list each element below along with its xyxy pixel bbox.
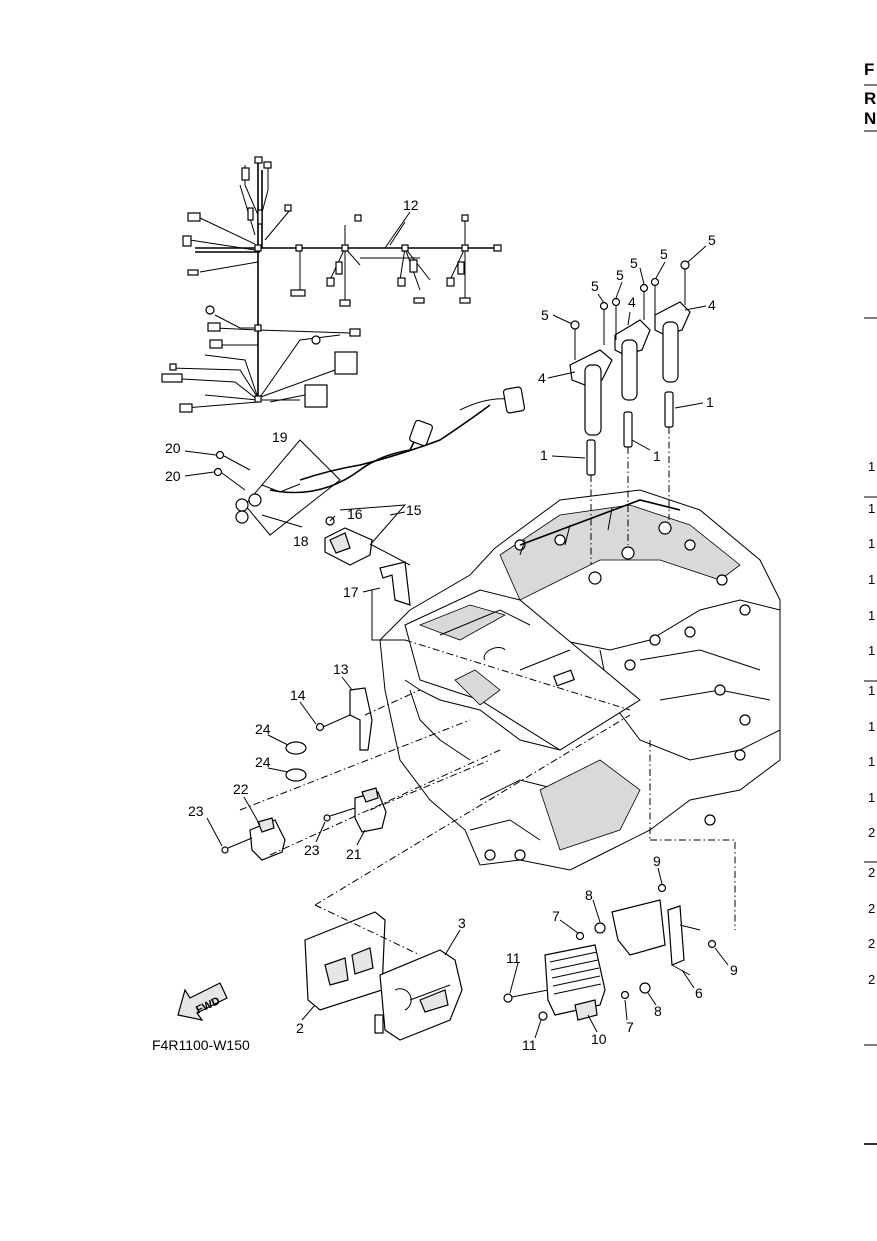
side-number: 1 bbox=[868, 459, 875, 474]
header-letter-n: N bbox=[864, 109, 876, 128]
side-number: 1 bbox=[868, 683, 875, 698]
callout-16: 16 bbox=[347, 506, 363, 522]
callout-6: 6 bbox=[695, 985, 703, 1001]
side-number: 1 bbox=[868, 754, 875, 769]
callout-13: 13 bbox=[333, 661, 349, 677]
callout-5: 5 bbox=[616, 267, 624, 283]
callout-2: 2 bbox=[296, 1020, 304, 1036]
callout-23: 23 bbox=[188, 803, 204, 819]
callout-11: 11 bbox=[522, 1037, 537, 1053]
callout-22: 22 bbox=[233, 781, 249, 797]
header-letter-f: F bbox=[864, 60, 874, 79]
callout-5-left: 5 bbox=[541, 307, 549, 323]
callout-10: 10 bbox=[591, 1031, 607, 1047]
callout-21: 21 bbox=[346, 846, 362, 862]
callout-7: 7 bbox=[626, 1019, 634, 1035]
assembly-reference-lines bbox=[239, 639, 736, 930]
header-letter-r: R bbox=[864, 89, 876, 108]
callout-5: 5 bbox=[708, 232, 716, 248]
bracket-drawing bbox=[285, 687, 373, 782]
side-number: 1 bbox=[868, 719, 875, 734]
side-number: 2 bbox=[868, 865, 875, 880]
callout-5: 5 bbox=[630, 255, 638, 271]
side-number-column: 1 1 1 1 1 1 1 1 1 1 2 2 2 2 2 bbox=[864, 317, 877, 1145]
callout-8: 8 bbox=[585, 887, 593, 903]
callout-4: 4 bbox=[538, 370, 546, 386]
page-header-fragment: F R N bbox=[864, 60, 877, 132]
side-number: 1 bbox=[868, 501, 875, 516]
callout-11: 11 bbox=[506, 950, 521, 966]
ecm-cover-drawing bbox=[404, 589, 641, 761]
ignition-coil-assembly bbox=[569, 260, 691, 436]
spark-plug-set bbox=[586, 391, 674, 565]
side-number: 1 bbox=[868, 536, 875, 551]
callout-9: 9 bbox=[730, 962, 738, 978]
relay-drawing bbox=[324, 504, 411, 641]
sensor-cable-drawing bbox=[213, 386, 526, 536]
callout-24: 24 bbox=[255, 754, 271, 770]
side-number: 2 bbox=[868, 901, 875, 916]
callout-20: 20 bbox=[165, 440, 181, 456]
callout-5: 5 bbox=[660, 246, 668, 262]
side-number: 2 bbox=[868, 825, 875, 840]
callout-5: 5 bbox=[591, 278, 599, 294]
callout-15: 15 bbox=[406, 502, 422, 518]
side-number: 1 bbox=[868, 790, 875, 805]
callout-4: 4 bbox=[628, 294, 636, 310]
ecm-unit-drawing bbox=[304, 904, 463, 1041]
callout-1: 1 bbox=[540, 447, 548, 463]
callout-18: 18 bbox=[293, 533, 309, 549]
callout-23: 23 bbox=[304, 842, 320, 858]
relay-pair-drawing bbox=[221, 787, 387, 861]
figure-code: F4R1100-W150 bbox=[152, 1037, 250, 1053]
side-number: 1 bbox=[868, 643, 875, 658]
callout-14: 14 bbox=[290, 687, 306, 703]
callout-20: 20 bbox=[165, 468, 181, 484]
callout-9: 9 bbox=[653, 853, 661, 869]
rectifier-regulator-drawing bbox=[503, 883, 717, 1021]
callout-19: 19 bbox=[272, 429, 288, 445]
callout-labels: 12 5 5 5 5 5 4 4 4 5 1 1 1 19 20 20 15 1… bbox=[165, 197, 738, 1053]
callout-3: 3 bbox=[458, 915, 466, 931]
side-number: 1 bbox=[868, 572, 875, 587]
callout-1: 1 bbox=[653, 448, 661, 464]
callout-leader-lines bbox=[184, 211, 729, 1039]
callout-1: 1 bbox=[706, 394, 714, 410]
fwd-direction-arrow: FWD bbox=[177, 982, 228, 1021]
side-number: 2 bbox=[868, 936, 875, 951]
side-number: 2 bbox=[868, 972, 875, 987]
callout-12: 12 bbox=[403, 197, 419, 213]
callout-8: 8 bbox=[654, 1003, 662, 1019]
callout-4: 4 bbox=[708, 297, 716, 313]
wire-harness-drawing bbox=[161, 156, 502, 413]
callout-17: 17 bbox=[343, 584, 359, 600]
callout-24: 24 bbox=[255, 721, 271, 737]
side-number: 1 bbox=[868, 608, 875, 623]
callout-7: 7 bbox=[552, 908, 560, 924]
